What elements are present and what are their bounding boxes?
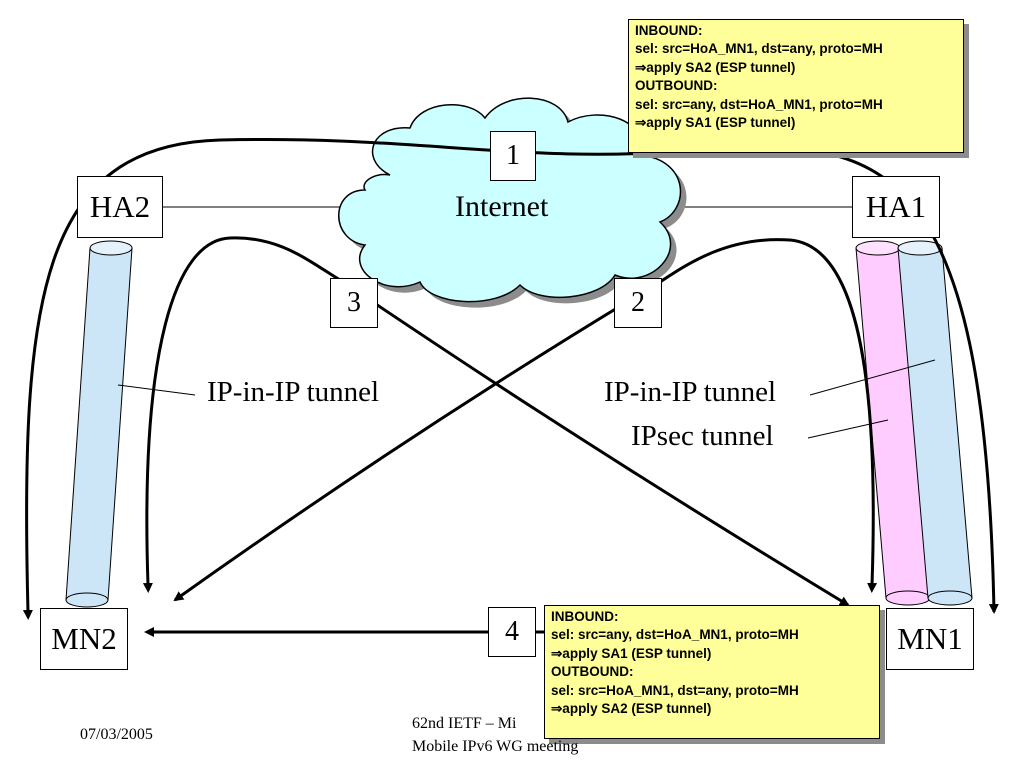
policy-top-line: sel: src=any, dst=HoA_MN1, proto=MH <box>635 96 883 112</box>
ipsec-tunnel-leader <box>807 419 889 439</box>
mn2-node: MN2 <box>40 608 128 670</box>
left-ip-in-ip-tunnel <box>65 240 133 608</box>
policy-top-line: OUTBOUND: <box>635 78 718 94</box>
policy-box-bottom: INBOUND: sel: src=any, dst=HoA_MN1, prot… <box>544 605 880 739</box>
footer-date: 07/03/2005 <box>80 726 153 743</box>
policy-top-line: ⇒apply SA2 (ESP tunnel) <box>635 59 796 75</box>
right-tunnel-leader <box>809 359 936 396</box>
policy-top-line: INBOUND: <box>635 23 703 38</box>
policy-top-line: ⇒apply SA1 (ESP tunnel) <box>635 115 796 131</box>
right-ipsec-tunnel <box>855 240 931 606</box>
path-1-number: 1 <box>490 131 536 181</box>
left-tunnel-label: IP-in-IP tunnel <box>207 376 380 408</box>
policy-bottom-line: sel: src=HoA_MN1, dst=any, proto=MH <box>551 682 799 698</box>
policy-box-top: INBOUND: sel: src=HoA_MN1, dst=any, prot… <box>628 19 964 153</box>
policy-bottom-line: INBOUND: <box>551 609 619 624</box>
policy-bottom-line: sel: src=any, dst=HoA_MN1, proto=MH <box>551 627 799 643</box>
ipsec-tunnel-label: IPsec tunnel <box>631 420 774 452</box>
left-tunnel-leader <box>117 384 196 396</box>
policy-bottom-line: ⇒apply SA1 (ESP tunnel) <box>551 645 712 661</box>
ha2-node: HA2 <box>77 176 163 238</box>
footer-meeting-line2: Mobile IPv6 WG meeting <box>412 738 579 755</box>
policy-top-line: sel: src=HoA_MN1, dst=any, proto=MH <box>635 41 883 57</box>
cloud-shape <box>338 97 682 303</box>
internet-label: Internet <box>455 190 549 223</box>
path-4-number: 4 <box>488 607 536 657</box>
path-2-number: 2 <box>614 278 662 328</box>
internet-cloud <box>338 97 687 308</box>
path-3-number: 3 <box>330 278 378 328</box>
mn1-node: MN1 <box>886 608 974 670</box>
path-3-arrow <box>142 236 850 607</box>
right-tunnel-label: IP-in-IP tunnel <box>604 376 777 408</box>
policy-bottom-line: ⇒apply SA2 (ESP tunnel) <box>551 701 712 717</box>
path-2-arrow <box>173 238 878 602</box>
ha1-node: HA1 <box>852 176 940 238</box>
right-ip-in-ip-tunnel <box>897 240 973 606</box>
policy-bottom-line: OUTBOUND: <box>551 664 634 680</box>
